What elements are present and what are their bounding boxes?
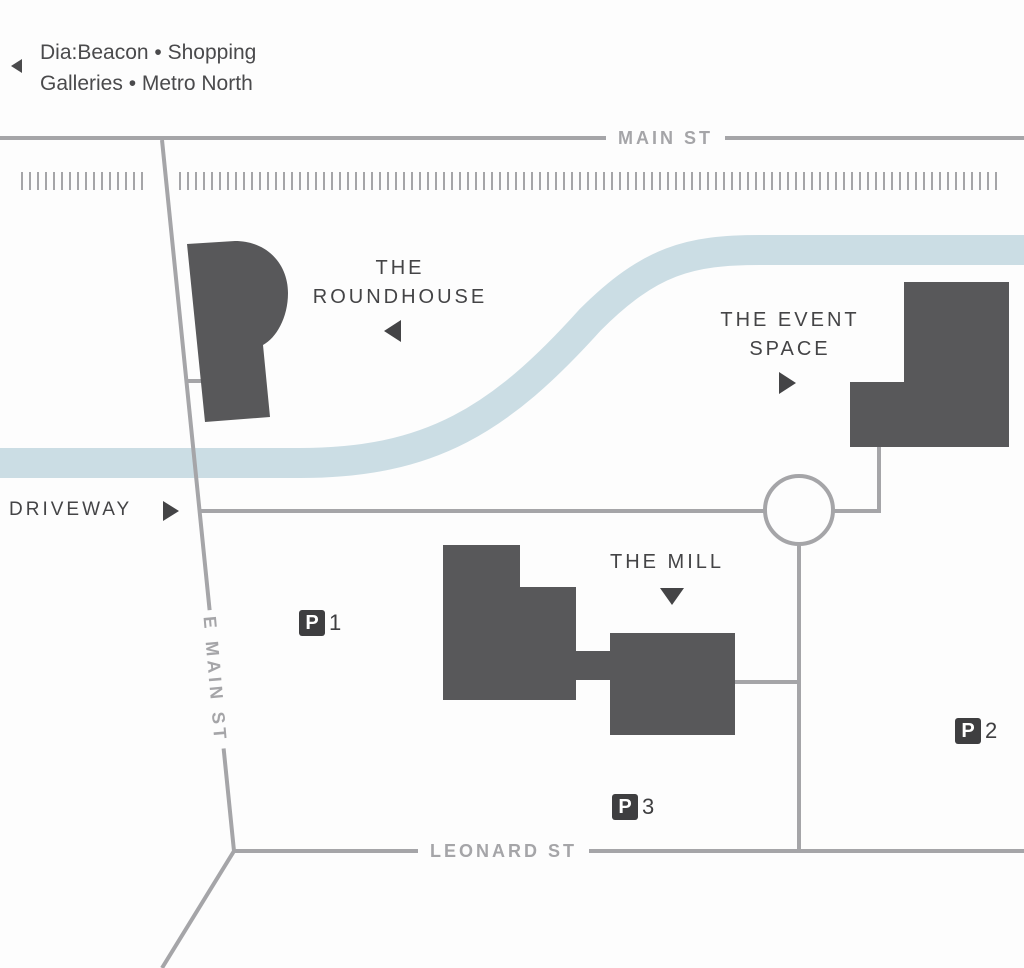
parking-icon: P [299,610,325,636]
river [0,235,1024,478]
parking-number: 2 [985,718,998,743]
parking-icon: P [955,718,981,744]
event-space-label-line-2: SPACE [749,338,831,360]
main-st-label: MAIN ST [606,128,725,149]
driveway-arrow-icon [163,501,179,521]
directions-line-2: Galleries • Metro North [40,72,253,95]
roundhouse-arrow-icon [384,320,401,342]
mill-building [443,545,735,735]
event-space-building [850,282,1009,447]
event-space-label: THE EVENT SPACE [700,306,880,364]
roundhouse-label-line-2: ROUNDHOUSE [312,286,488,308]
triangle-left-icon [11,59,22,73]
driveway-label: DRIVEWAY [9,499,133,520]
mill-arrow-icon [660,588,684,605]
parking-number: 1 [329,610,342,635]
event-space-arrow-icon [779,372,796,394]
leonard-st-label: LEONARD ST [418,841,589,862]
railroad-tracks [21,172,997,190]
parking-marker-3: P 3 [612,794,654,820]
parking-marker-1: P 1 [299,610,341,636]
roundhouse-building [187,241,288,422]
parking-marker-2: P 2 [955,718,997,744]
mill-label: THE MILL [610,551,725,573]
roundabout [763,474,835,546]
directions-note: Dia:Beacon • Shopping Galleries • Metro … [40,37,256,99]
directions-line-1: Dia:Beacon • Shopping [40,41,257,64]
event-space-access-road [833,447,881,513]
roundhouse-label: THE ROUNDHOUSE [300,254,500,312]
parking-number: 3 [642,794,655,819]
parking-icon: P [612,794,638,820]
roundhouse-label-line-1: THE [375,257,425,279]
event-space-label-line-1: THE EVENT [720,309,860,331]
